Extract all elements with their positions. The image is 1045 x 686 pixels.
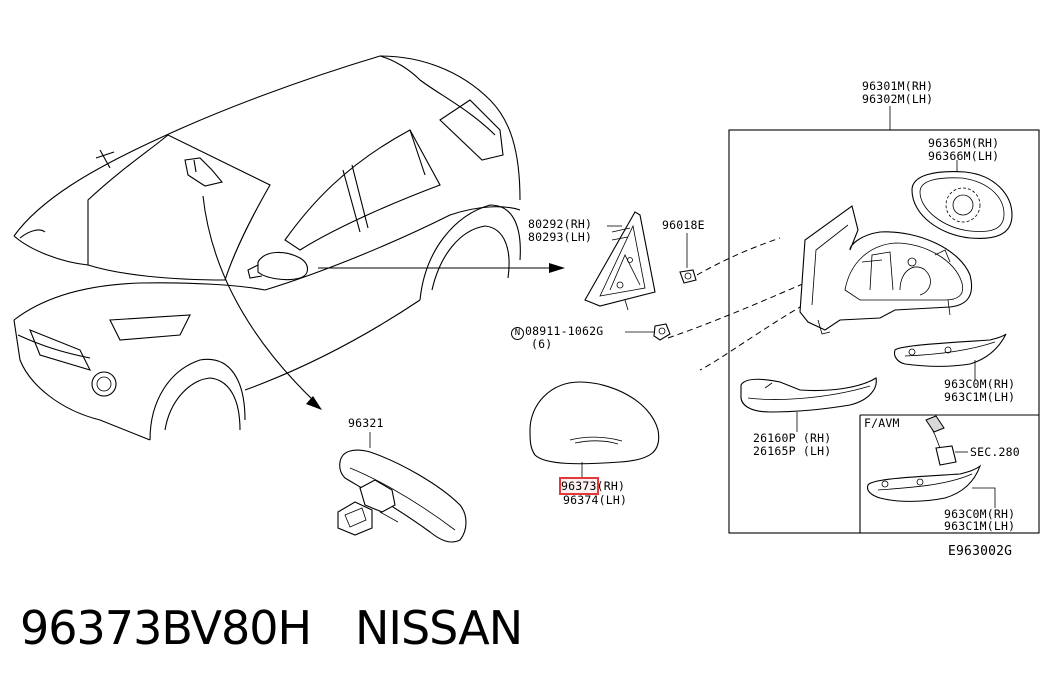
label-cap-rh: 96373(RH) bbox=[559, 477, 626, 495]
brand-title: NISSAN bbox=[355, 601, 523, 655]
car-illustration bbox=[13, 55, 521, 441]
diagram-code: E963002G bbox=[948, 544, 1013, 559]
label-finisher-lh: 80293(LH) bbox=[528, 230, 593, 244]
mirror-glass-illustration bbox=[911, 160, 1013, 239]
label-housing-lh: 96302M(LH) bbox=[862, 92, 934, 106]
label-bolt-qty: (6) bbox=[531, 337, 553, 351]
bolt-illustration bbox=[625, 323, 671, 341]
camera-variant-illustration bbox=[866, 415, 996, 508]
label-cap-lh: 96374(LH) bbox=[563, 493, 628, 507]
inside-mirror-illustration bbox=[337, 432, 467, 543]
label-lower-cover-rh: 963C0M(RH) bbox=[944, 507, 1016, 521]
label-upper-cover-lh: 963C1M(LH) bbox=[944, 390, 1016, 404]
label-lower-cover-lh: 963C1M(LH) bbox=[944, 519, 1016, 533]
mirror-finisher-illustration bbox=[584, 211, 656, 311]
part-number-title: 96373BV80H bbox=[20, 601, 312, 655]
label-glass-lh: 96366M(LH) bbox=[928, 149, 1000, 163]
label-bolt-number: 08911-1062G bbox=[525, 324, 604, 338]
bolt-n-symbol: N bbox=[511, 327, 524, 340]
upper-lamp-cover-illustration bbox=[893, 333, 1007, 380]
mirror-cap-illustration bbox=[529, 381, 660, 478]
label-nut: 96018E bbox=[662, 218, 705, 232]
label-glass-rh: 96365M(RH) bbox=[928, 136, 1000, 150]
highlighted-part-number[interactable]: 96373 bbox=[559, 477, 599, 495]
label-inside-mirror: 96321 bbox=[348, 416, 384, 430]
label-housing-rh: 96301M(RH) bbox=[862, 79, 934, 93]
callout-arrows bbox=[202, 195, 565, 410]
mirror-housing-illustration bbox=[799, 205, 973, 335]
label-favm: F/AVM bbox=[864, 416, 900, 430]
label-sec: SEC.280 bbox=[970, 445, 1020, 459]
label-finisher-rh: 80292(RH) bbox=[528, 217, 593, 231]
label-upper-cover-rh: 963C0M(RH) bbox=[944, 377, 1016, 391]
label-lamp-rh: 26160P (RH) bbox=[753, 431, 832, 445]
mirror-assembly-frame bbox=[728, 129, 1040, 534]
label-cap-rh-side: (RH) bbox=[596, 479, 626, 493]
label-lamp-lh: 26165P (LH) bbox=[753, 444, 832, 458]
side-turn-lamp-illustration bbox=[740, 377, 877, 432]
nut-illustration bbox=[679, 269, 697, 284]
